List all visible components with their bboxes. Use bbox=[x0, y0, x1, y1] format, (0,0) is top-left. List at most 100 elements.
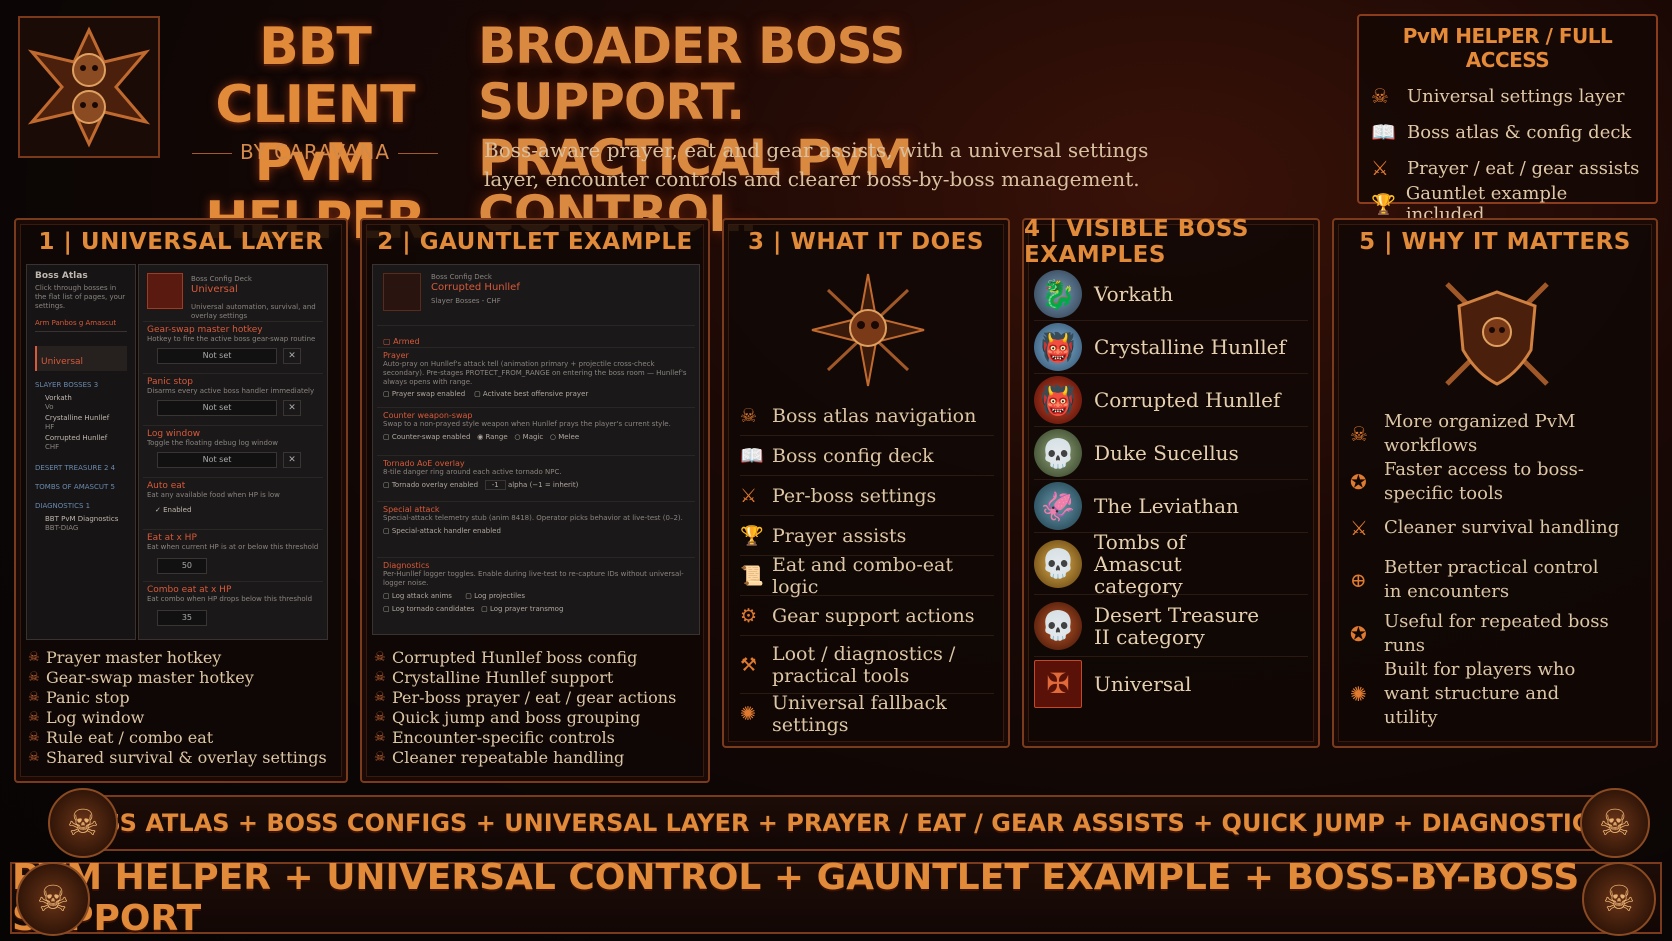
list-item-label: Encounter-specific controls bbox=[392, 728, 615, 747]
checkbox-label: Special-attack handler enabled bbox=[391, 527, 501, 535]
setting-title: Auto eat bbox=[147, 481, 186, 491]
skull-bullet-icon: ☠ bbox=[374, 710, 386, 725]
boss-name: Vorkath bbox=[1094, 282, 1174, 306]
tornado-overlay-checkbox[interactable]: ▢ Tornado overlay enabled bbox=[383, 481, 479, 489]
brand-title-line1: BBT CLIENT bbox=[215, 17, 415, 135]
atlas-group-desert-treasure[interactable]: DESERT TREASURE 2 4 bbox=[35, 464, 116, 472]
boss-vorkath: 🐉Vorkath bbox=[1034, 268, 1308, 321]
full-access-box: PvM HELPER / FULL ACCESS ☠Universal sett… bbox=[1357, 14, 1658, 225]
combo-eat-hp-spinner[interactable]: 35 bbox=[157, 610, 207, 626]
iron-cross-icon bbox=[27, 26, 151, 148]
list-item-label: Prayer assists bbox=[772, 524, 907, 547]
list-item: ✪Useful for repeated boss runs bbox=[1350, 610, 1648, 658]
skull-bullet-icon: ☠ bbox=[374, 670, 386, 685]
section-tornado-overlay: Tornado AoE overlay 8-tile danger ring a… bbox=[377, 455, 695, 501]
skull-medallion-icon: ☠ bbox=[1582, 862, 1656, 936]
atlas-item-universal[interactable]: Universal bbox=[35, 346, 127, 371]
skull-icon: ☠ bbox=[1350, 422, 1368, 446]
list-item-label: Per-boss prayer / eat / gear actions bbox=[392, 688, 677, 707]
column-why-it-matters: 5 | WHY IT MATTERS ☠More organized PvM w… bbox=[1332, 218, 1658, 748]
section-description: Auto-pray on Hunllef's attack tell (anim… bbox=[383, 360, 687, 386]
skull-bullet-icon: ☠ bbox=[374, 730, 386, 745]
skull-bullet-icon: ☠ bbox=[374, 750, 386, 765]
section-title: Prayer bbox=[383, 351, 409, 360]
magic-radio[interactable]: ○ Magic bbox=[514, 433, 544, 441]
prayer-swap-checkbox[interactable]: ▢ Prayer swap enabled bbox=[383, 390, 466, 398]
section-title: Tornado AoE overlay bbox=[383, 459, 465, 468]
list-item-label: Crystalline Hunllef support bbox=[392, 668, 614, 687]
atlas-item-label: Corrupted Hunllef bbox=[45, 434, 108, 442]
setting-combo-eat-hp: Combo eat at x HP Eat combo when HP drop… bbox=[143, 581, 323, 631]
clear-hotkey-button[interactable]: ✕ bbox=[283, 348, 301, 364]
armed-toggle[interactable]: ▢ Armed bbox=[377, 325, 695, 347]
list-item: ☠Cleaner repeatable handling bbox=[374, 748, 700, 768]
access-item-label: Universal settings layer bbox=[1407, 85, 1625, 107]
log-prayer-transmog-checkbox[interactable]: ▢ Log prayer transmog bbox=[481, 605, 564, 613]
setting-auto-eat: Auto eat Eat any available food when HP … bbox=[143, 477, 323, 527]
clear-hotkey-button[interactable]: ✕ bbox=[283, 400, 301, 416]
checkbox-label: Log projectiles bbox=[474, 592, 525, 600]
setting-description: Eat when current HP is at or below this … bbox=[147, 543, 319, 551]
list-item-label: Built for players who want structure and… bbox=[1384, 659, 1576, 728]
offensive-prayer-checkbox[interactable]: ▢ Activate best offensive prayer bbox=[474, 390, 589, 398]
atlas-group-diagnostics[interactable]: DIAGNOSTICS 1 bbox=[35, 502, 91, 510]
compass-icon: ✪ bbox=[1350, 470, 1367, 494]
column-visible-boss-examples: 4 | VISIBLE BOSS EXAMPLES 🐉Vorkath 👹Crys… bbox=[1022, 216, 1320, 748]
alpha-label: alpha (−1 = inherit) bbox=[507, 481, 579, 489]
hotkey-button[interactable]: Not set bbox=[157, 452, 277, 468]
atlas-group-toa[interactable]: TOMBS OF AMASCUT 5 bbox=[35, 483, 115, 491]
boss-duke-sucellus: 💀Duke Sucellus bbox=[1034, 427, 1308, 480]
what-it-does-list: ☠Boss atlas navigation 📖Boss config deck… bbox=[740, 396, 994, 736]
alpha-spinner[interactable]: -1 bbox=[484, 480, 506, 490]
list-item: ☠ Crystalline Hunllef support bbox=[374, 668, 700, 688]
list-item: ⚔Cleaner survival handling bbox=[1350, 506, 1648, 550]
atlas-item-label: Vorkath bbox=[45, 394, 72, 402]
full-access-title: PvM HELPER / FULL ACCESS bbox=[1402, 24, 1613, 72]
setting-title: Log window bbox=[147, 429, 201, 439]
melee-radio[interactable]: ○ Melee bbox=[549, 433, 580, 441]
list-item-label: Boss config deck bbox=[772, 444, 934, 467]
loot-icon: ⚒ bbox=[740, 653, 758, 676]
spinner-value: 50 bbox=[181, 561, 192, 570]
hotkey-button[interactable]: Not set bbox=[157, 400, 277, 416]
access-item-label: Boss atlas & config deck bbox=[1407, 121, 1632, 143]
boss-list: 🐉Vorkath 👹Crystalline Hunllef 👹Corrupted… bbox=[1024, 264, 1318, 710]
access-item-label: Prayer / eat / gear assists bbox=[1407, 157, 1640, 179]
book-icon: 📖 bbox=[1371, 120, 1396, 144]
checkbox-label: Log attack anims bbox=[391, 592, 452, 600]
crossed-swords-icon: ⚔ bbox=[740, 484, 758, 507]
skull-compass-emblem-icon bbox=[808, 270, 928, 390]
scroll-icon: 📜 bbox=[740, 564, 764, 587]
list-item-label: Per-boss settings bbox=[772, 484, 937, 507]
atlas-group-slayer[interactable]: SLAYER BOSSES 3 bbox=[35, 381, 99, 389]
access-item: ⚔Prayer / eat / gear assists bbox=[1371, 150, 1644, 186]
subheadline-line1: Boss-aware prayer, eat and gear assists,… bbox=[484, 138, 1149, 162]
range-radio[interactable]: ◉ Range bbox=[477, 433, 508, 441]
setting-title: Panic stop bbox=[147, 377, 193, 387]
column-universal-layer: 1 | UNIVERSAL LAYER Boss Atlas Click thr… bbox=[14, 218, 348, 783]
settings-icon: ✺ bbox=[740, 703, 756, 725]
section-description: Swap to a non-prayed style weapon when H… bbox=[383, 420, 671, 428]
amascut-face-icon: 💀 bbox=[1034, 539, 1082, 588]
section-prayer: Prayer Auto-pray on Hunllef's attack tel… bbox=[377, 347, 695, 407]
counter-swap-checkbox[interactable]: ▢ Counter-swap enabled bbox=[383, 433, 471, 441]
duke-sucellus-face-icon: 💀 bbox=[1034, 429, 1082, 477]
hotkey-button[interactable]: Not set bbox=[157, 348, 277, 364]
crosshair-icon: ⊕ bbox=[1350, 568, 1367, 592]
log-tornado-checkbox[interactable]: ▢ Log tornado candidates bbox=[383, 605, 475, 613]
atlas-search-input[interactable]: Arm Panbos g Amascut bbox=[35, 319, 127, 332]
checkbox-label: Tornado overlay enabled bbox=[391, 481, 479, 489]
skull-medallion-icon: ☠ bbox=[48, 788, 118, 858]
log-attack-anims-checkbox[interactable]: ▢ Log attack anims bbox=[383, 592, 452, 600]
section-title: Diagnostics bbox=[383, 561, 430, 570]
clear-hotkey-button[interactable]: ✕ bbox=[283, 452, 301, 468]
log-projectiles-checkbox[interactable]: ▢ Log projectiles bbox=[465, 592, 525, 600]
auto-eat-checkbox[interactable]: ✓ Enabled bbox=[155, 506, 192, 514]
special-attack-checkbox[interactable]: ▢ Special-attack handler enabled bbox=[383, 527, 501, 535]
eat-hp-spinner[interactable]: 50 bbox=[157, 558, 207, 574]
atlas-item-label: Universal bbox=[41, 357, 84, 367]
